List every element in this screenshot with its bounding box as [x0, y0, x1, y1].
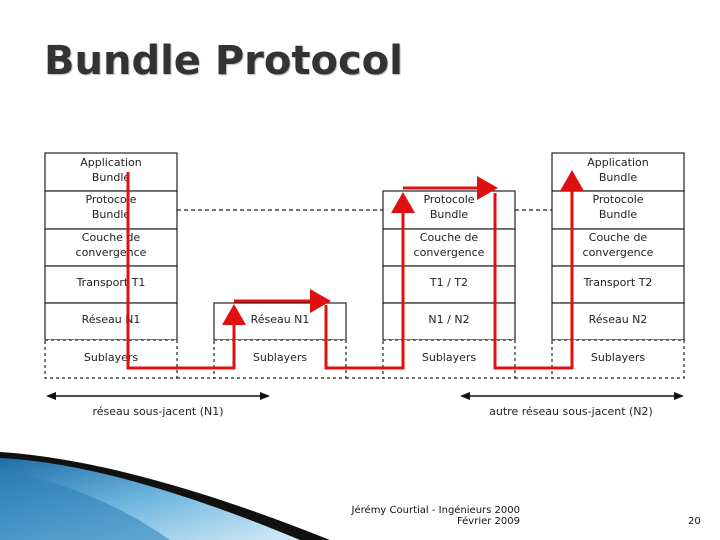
layer-label: Sublayers — [422, 351, 477, 364]
layer-label: T1 / T2 — [429, 276, 468, 289]
layer-label: Réseau N2 — [589, 313, 648, 326]
layer-box — [551, 265, 685, 304]
layer-label: Couche de — [589, 231, 648, 244]
range-label-left: réseau sous-jacent (N1) — [92, 405, 223, 418]
layer-label: Bundle — [430, 208, 469, 221]
layer-label: Transport T2 — [583, 276, 653, 289]
decorative-swoosh — [0, 452, 330, 540]
layer-box — [551, 302, 685, 341]
layer-label: Bundle — [92, 208, 131, 221]
layer-label: Sublayers — [591, 351, 646, 364]
data-path-arrow — [126, 172, 246, 370]
layer-label: Transport T1 — [76, 276, 146, 289]
layer-label: Couche de — [82, 231, 141, 244]
layer-box — [382, 228, 516, 267]
layer-label: N1 / N2 — [428, 313, 469, 326]
layer-label: Protocole — [423, 193, 474, 206]
layer-label: Couche de — [420, 231, 479, 244]
layer-label: convergence — [76, 246, 147, 259]
layer-box — [382, 265, 516, 304]
sublayer-box — [44, 339, 178, 379]
page-number: 20 — [688, 516, 701, 527]
data-path-arrow — [324, 192, 415, 370]
sublayer-box — [551, 339, 685, 379]
layer-label: Application — [587, 156, 648, 169]
layer-label: Bundle — [599, 208, 638, 221]
sublayer-box — [382, 339, 516, 379]
layer-label: Réseau N1 — [251, 313, 310, 326]
layer-label: Application — [80, 156, 141, 169]
layer-box — [551, 228, 685, 267]
layer-label: convergence — [583, 246, 654, 259]
range-label-right: autre réseau sous-jacent (N2) — [489, 405, 653, 418]
layer-box — [44, 228, 178, 267]
layer-label: Sublayers — [84, 351, 139, 364]
layer-label: Réseau N1 — [82, 313, 141, 326]
stack-left: Application Bundle Protocole Bundle Couc… — [44, 152, 178, 379]
layer-box — [44, 152, 178, 192]
layer-label: Sublayers — [253, 351, 308, 364]
stack-router: Réseau N1 Sublayers — [213, 302, 347, 379]
layer-label: Protocole — [85, 193, 136, 206]
footer-line: Février 2009 — [456, 516, 520, 527]
footer-line: Jérémy Courtial - Ingénieurs 2000 — [351, 505, 520, 516]
layer-label: Bundle — [92, 171, 131, 184]
footer-author: Jérémy Courtial - Ingénieurs 2000 Févrie… — [330, 505, 520, 527]
layer-box — [44, 190, 178, 230]
layer-label: convergence — [414, 246, 485, 259]
sublayer-box — [213, 339, 347, 379]
data-path-arrow — [493, 170, 584, 370]
layer-label: Protocole — [592, 193, 643, 206]
layer-label: Bundle — [599, 171, 638, 184]
slide-title: Bundle Protocol — [44, 38, 403, 84]
